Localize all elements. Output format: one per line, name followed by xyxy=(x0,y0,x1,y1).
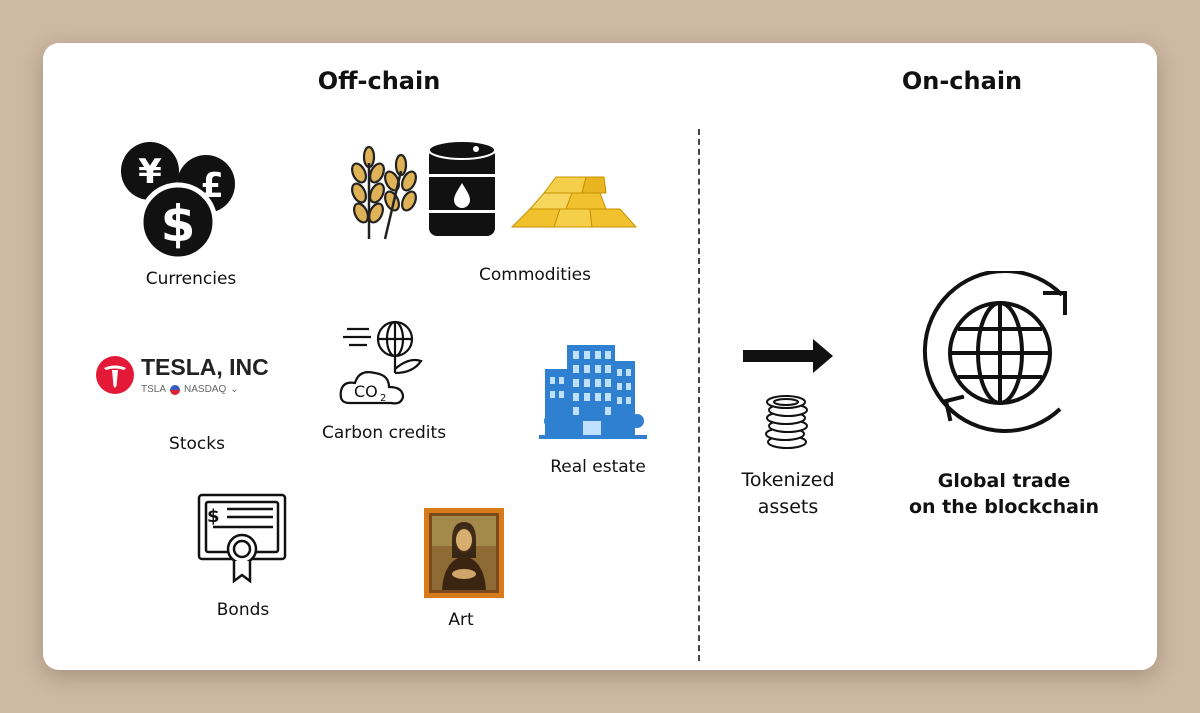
global-trade-globe-icon xyxy=(920,271,1090,441)
us-flag-icon xyxy=(170,384,181,395)
tesla-ticker-row: TSLA NASDAQ ⌄ xyxy=(141,384,239,395)
tokenized-line-1: Tokenized xyxy=(741,469,835,491)
co2-subscript: 2 xyxy=(380,393,386,404)
diagram-card: Off-chain On-chain ¥ £ $ Currencies xyxy=(43,43,1157,670)
bonds-icon: $ xyxy=(197,493,287,585)
carbon-credits-label: Carbon credits xyxy=(321,423,447,443)
coin-stack-icon xyxy=(764,390,810,450)
tesla-ticker: TSLA xyxy=(141,384,167,395)
global-trade-line-2: on the blockchain xyxy=(908,496,1100,518)
currencies-icon: ¥ £ $ xyxy=(119,140,239,260)
global-trade-line-1: Global trade xyxy=(937,470,1071,492)
art-label: Art xyxy=(448,610,474,630)
wheat-icon xyxy=(345,143,423,241)
currencies-label: Currencies xyxy=(145,269,237,289)
bonds-label: Bonds xyxy=(216,600,270,620)
art-painting-icon xyxy=(424,508,504,598)
dollar-symbol: $ xyxy=(161,195,196,253)
oil-barrel-icon xyxy=(427,140,497,244)
gold-bars-icon xyxy=(508,171,640,229)
tokenized-assets-label: Tokenized assets xyxy=(741,467,834,521)
bond-dollar-symbol: $ xyxy=(207,506,220,527)
tesla-logo xyxy=(95,355,135,395)
off-chain-heading: Off-chain xyxy=(317,67,441,95)
commodities-label: Commodities xyxy=(478,265,592,285)
carbon-credits-icon: CO 2 xyxy=(337,317,427,409)
stocks-label: Stocks xyxy=(169,434,225,454)
yen-symbol: ¥ xyxy=(138,152,162,192)
chevron-down-icon: ⌄ xyxy=(230,384,239,395)
section-divider xyxy=(698,129,700,661)
real-estate-label: Real estate xyxy=(550,457,646,477)
tesla-company-name: TESLA, INC xyxy=(141,354,269,380)
tesla-exchange: NASDAQ xyxy=(184,384,227,395)
pound-symbol: £ xyxy=(200,166,224,206)
on-chain-heading: On-chain xyxy=(901,67,1023,95)
right-arrow-icon xyxy=(743,339,835,373)
tokenized-line-2: assets xyxy=(757,496,819,518)
building-icon xyxy=(539,339,651,441)
co2-text: CO xyxy=(354,382,378,401)
global-trade-label: Global trade on the blockchain xyxy=(909,468,1099,520)
